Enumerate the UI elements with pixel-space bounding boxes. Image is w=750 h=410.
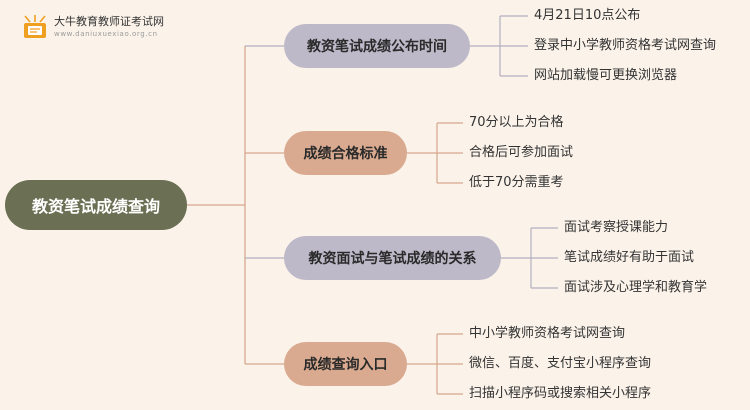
leaf-node: 微信、百度、支付宝小程序查询 (469, 356, 652, 371)
leaf-node: 扫描小程序码或搜索相关小程序 (469, 386, 652, 401)
root-node: 教资笔试成绩查询 (5, 180, 187, 230)
leaf-node: 登录中小学教师资格考试网查询 (534, 38, 717, 53)
branch-node-pass-standard: 成绩合格标准 (284, 131, 407, 175)
leaf-node: 中小学教师资格考试网查询 (469, 326, 626, 341)
branch-node-interview-relation: 教资面试与笔试成绩的关系 (284, 236, 501, 280)
branch-node-publish-time: 教资笔试成绩公布时间 (284, 24, 470, 68)
leaf-node: 低于70分需重考 (469, 175, 564, 190)
leaf-node: 合格后可参加面试 (469, 145, 574, 160)
logo: 大牛教育教师证考试网 www.daniuxuexiao.org.cn (20, 14, 164, 40)
leaf-node: 笔试成绩好有助于面试 (564, 250, 695, 265)
branch-node-query-entry: 成绩查询入口 (284, 342, 407, 386)
leaf-node: 面试考察授课能力 (564, 220, 669, 235)
book-icon (24, 15, 46, 38)
leaf-node: 70分以上为合格 (469, 115, 564, 130)
leaf-node: 面试涉及心理学和教育学 (564, 280, 708, 295)
logo-url: www.daniuxuexiao.org.cn (54, 30, 158, 38)
leaf-node: 4月21日10点公布 (534, 8, 641, 23)
leaf-node: 网站加载慢可更换浏览器 (534, 68, 678, 83)
logo-title: 大牛教育教师证考试网 (54, 15, 164, 28)
